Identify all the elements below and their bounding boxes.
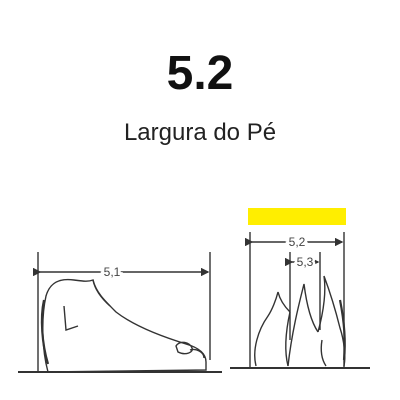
measurement-title: Largura do Pé xyxy=(123,119,277,146)
side-length-label: 5,1 xyxy=(104,265,121,279)
highlight-bar xyxy=(248,208,346,225)
front-inner-label: 5,3 xyxy=(297,255,314,269)
front-width-label: 5,2 xyxy=(289,235,306,249)
side-view-foot xyxy=(33,252,211,373)
measurement-code: 5.2 xyxy=(166,47,234,100)
front-view-foot xyxy=(245,232,346,368)
